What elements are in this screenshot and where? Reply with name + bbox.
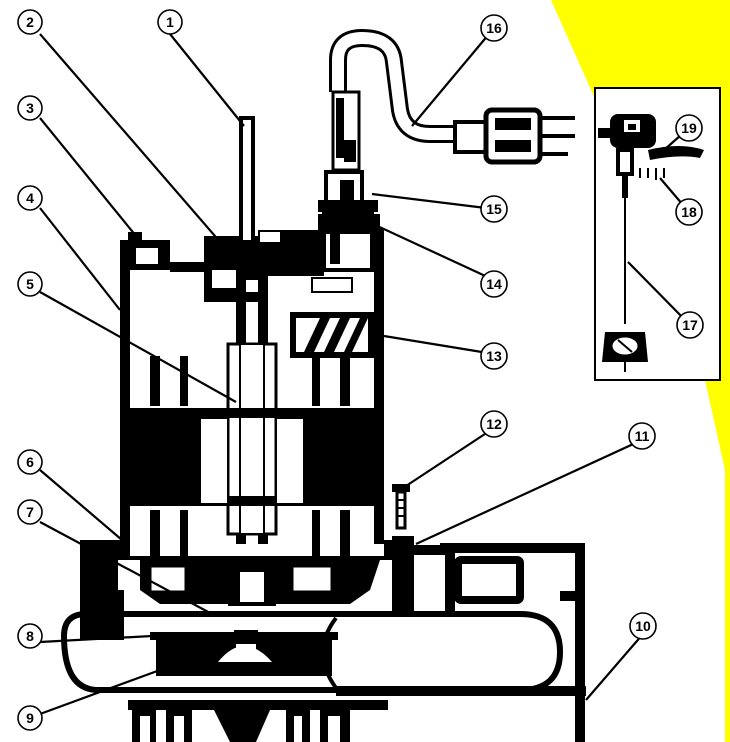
- stator-winding: [130, 356, 374, 556]
- svg-text:12: 12: [486, 416, 502, 432]
- callout-5: 5: [17, 271, 43, 297]
- svg-text:7: 7: [26, 504, 34, 520]
- callout-18: 18: [675, 198, 703, 226]
- callout-8: 8: [17, 623, 43, 649]
- callout-2: 2: [17, 9, 43, 35]
- svg-text:8: 8: [26, 628, 34, 644]
- callout-1: 1: [157, 9, 183, 35]
- svg-text:5: 5: [26, 276, 34, 292]
- svg-text:9: 9: [26, 710, 34, 726]
- callout-14: 14: [480, 270, 508, 298]
- inlet-base: [128, 700, 388, 742]
- callout-12: 12: [480, 410, 508, 438]
- svg-text:18: 18: [681, 204, 697, 220]
- impeller: [150, 630, 338, 676]
- callout-19: 19: [675, 114, 703, 142]
- callout-6: 6: [17, 449, 43, 475]
- svg-text:11: 11: [635, 428, 650, 444]
- callout-9: 9: [17, 705, 43, 731]
- svg-text:19: 19: [681, 120, 697, 136]
- svg-text:14: 14: [486, 276, 502, 292]
- callout-16: 16: [480, 14, 508, 42]
- power-plug: [453, 107, 575, 165]
- leader-lines: [39, 27, 691, 716]
- svg-text:10: 10: [635, 618, 651, 634]
- callout-7: 7: [17, 499, 43, 525]
- svg-text:3: 3: [26, 100, 34, 116]
- capacitor: [290, 312, 374, 358]
- seal-plate: [80, 540, 410, 606]
- callout-10: 10: [629, 612, 657, 640]
- callout-3: 3: [17, 95, 43, 121]
- svg-text:6: 6: [26, 454, 34, 470]
- pump-volute: [61, 484, 586, 742]
- motor-housing: [120, 214, 384, 544]
- svg-text:15: 15: [486, 201, 502, 217]
- callout-13: 13: [480, 342, 508, 370]
- svg-text:13: 13: [486, 348, 502, 364]
- callout-17: 17: [676, 311, 704, 339]
- power-cord: [329, 28, 460, 172]
- callout-15: 15: [480, 195, 508, 223]
- motor-shaft: [226, 116, 278, 544]
- svg-text:16: 16: [486, 20, 502, 36]
- callout-4: 4: [17, 185, 43, 211]
- svg-text:4: 4: [26, 190, 34, 206]
- svg-text:1: 1: [166, 14, 174, 30]
- svg-text:2: 2: [26, 14, 34, 30]
- svg-text:17: 17: [682, 317, 698, 333]
- callout-11: 11: [628, 422, 656, 450]
